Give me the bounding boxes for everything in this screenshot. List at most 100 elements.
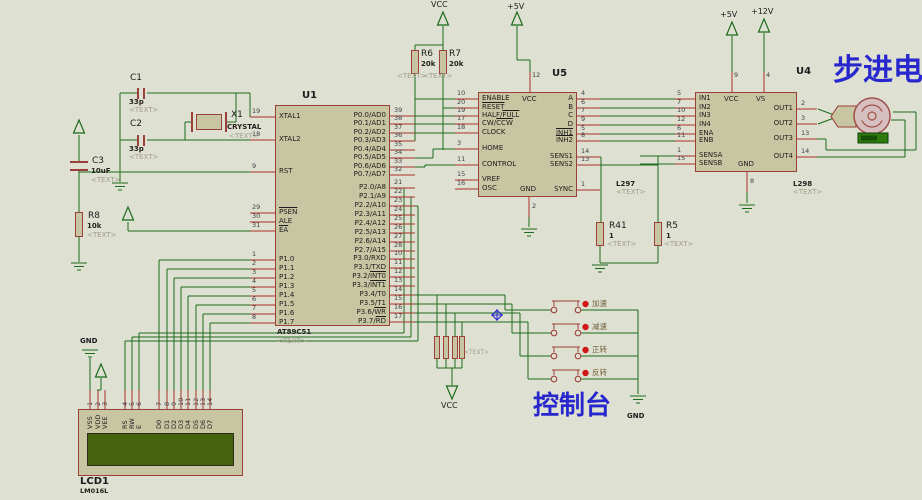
button-actuator-dot[interactable] xyxy=(582,300,589,308)
annotation: C2 xyxy=(130,119,143,129)
pin-label: SENSA xyxy=(699,151,723,159)
crystal-x1[interactable] xyxy=(196,114,222,130)
pin-label: P3.7/RD xyxy=(320,318,386,325)
power-terminal-icon[interactable] xyxy=(757,17,771,33)
pullup-resistor-3[interactable] xyxy=(452,336,458,359)
pullup-resistor-1[interactable] xyxy=(434,336,440,359)
pin-label: SENSB xyxy=(699,159,723,167)
speed-down-button[interactable] xyxy=(574,329,582,337)
power-terminal-icon[interactable] xyxy=(121,205,135,221)
speed-down-button-label: 减速 xyxy=(592,322,607,331)
power-terminal-icon[interactable] xyxy=(436,10,450,26)
capacitor-c1[interactable] xyxy=(137,87,139,99)
pin-number: 24 xyxy=(394,205,403,213)
capacitor-c3[interactable] xyxy=(70,169,88,171)
button-actuator-dot[interactable] xyxy=(582,369,589,377)
origin-marker-icon xyxy=(491,309,503,321)
pin-label: P0.1/AD1 xyxy=(353,119,386,127)
annotation: <TEXT> xyxy=(423,72,453,80)
annotation: <TEXT> xyxy=(229,132,259,140)
pin-number: 12 xyxy=(677,115,686,123)
button-actuator-dot[interactable] xyxy=(582,346,589,354)
pin-label-part: CW/ xyxy=(482,119,497,127)
annotation: <TEXT> xyxy=(607,240,637,248)
pin-number: 37 xyxy=(394,123,403,131)
power-terminal-icon[interactable] xyxy=(510,10,524,26)
pin-label: VCC xyxy=(724,95,739,103)
annotation: <TEXT> xyxy=(397,72,427,80)
annotation: GND xyxy=(80,337,98,345)
rotate-forward-button[interactable] xyxy=(550,352,558,360)
capacitor-c2[interactable] xyxy=(143,134,145,146)
rotate-reverse-button[interactable] xyxy=(574,375,582,383)
pin-label: P2.5/A13 xyxy=(354,228,386,236)
pin-number: 20 xyxy=(457,98,466,106)
chip-u4[interactable] xyxy=(695,92,797,172)
resistor-r6[interactable] xyxy=(411,50,419,74)
lcd-part-number: LM016L xyxy=(80,487,109,495)
pin-label: SYNC xyxy=(554,185,573,193)
resistor-r41[interactable] xyxy=(596,222,604,246)
speed-down-button[interactable] xyxy=(550,329,558,337)
capacitor-c1[interactable] xyxy=(143,87,145,99)
pin-label: OUT3 xyxy=(773,134,793,142)
capacitor-c3[interactable] xyxy=(70,161,88,163)
pin-label: P1.5 xyxy=(279,300,295,308)
crystal-plate xyxy=(225,112,227,132)
pin-number: 17 xyxy=(457,114,466,122)
annotation: 10uF xyxy=(91,167,111,175)
power-terminal-icon[interactable] xyxy=(94,362,108,378)
pin-label: IN1 xyxy=(699,94,711,102)
pullup-resistor-4[interactable] xyxy=(459,336,465,359)
resistor-r5[interactable] xyxy=(654,222,662,246)
pin-number: 5 xyxy=(677,89,682,97)
chip-u5[interactable] xyxy=(478,92,577,197)
pin-label: P1.7 xyxy=(279,318,295,326)
annotation: 33p xyxy=(129,145,144,153)
button-actuator-dot[interactable] xyxy=(582,323,589,331)
pin-number: 6 xyxy=(677,124,682,132)
pin-number: 36 xyxy=(394,131,403,139)
stepper-motor[interactable] xyxy=(830,105,857,128)
capacitor-c2[interactable] xyxy=(137,134,139,146)
speed-up-button[interactable] xyxy=(550,306,558,314)
chip-ref: U1 xyxy=(302,90,318,101)
pin-label: P0.2/AD2 xyxy=(353,128,386,136)
pin-number: 15 xyxy=(394,294,403,302)
pin-label: P0.0/AD0 xyxy=(353,111,386,119)
chip-u1[interactable] xyxy=(275,105,390,326)
stepper-motor-shaft[interactable] xyxy=(867,111,877,121)
pin-number: 7 xyxy=(252,304,257,312)
pin-label: P1.3 xyxy=(279,282,295,290)
pin-label: P3.0/RXD xyxy=(353,254,386,262)
pin-number: 7 xyxy=(677,98,682,106)
rotate-forward-button[interactable] xyxy=(574,352,582,360)
pin-number: 3 xyxy=(457,139,462,147)
pin-label: P0.6/AD6 xyxy=(353,162,386,170)
pin-number: 23 xyxy=(394,196,403,204)
power-terminal-icon[interactable] xyxy=(445,385,459,401)
pin-label: P1.0 xyxy=(279,255,295,263)
rotate-reverse-button[interactable] xyxy=(550,375,558,383)
annotation: R5 xyxy=(666,221,678,231)
chip-text-note: <TEXT> xyxy=(277,337,307,345)
pin-label: E xyxy=(135,424,143,429)
pin-number: 33 xyxy=(394,157,403,165)
pullup-resistor-2[interactable] xyxy=(443,336,449,359)
resistor-r8[interactable] xyxy=(75,212,83,237)
resistor-r7[interactable] xyxy=(439,50,447,74)
rotate-reverse-button-label: 反转 xyxy=(592,368,607,377)
speed-up-button[interactable] xyxy=(574,306,582,314)
annotation: 20k xyxy=(421,60,436,68)
annotation: +5V xyxy=(507,2,525,11)
pin-number: 8 xyxy=(750,177,755,185)
pin-number: 5 xyxy=(581,124,586,132)
pin-label-part: FULL xyxy=(502,111,520,119)
pin-number: 30 xyxy=(252,212,261,220)
power-terminal-icon[interactable] xyxy=(72,118,86,134)
pin-label-part: P3.7/ xyxy=(358,317,376,325)
pin-label-part: RD xyxy=(375,317,386,325)
power-terminal-icon[interactable] xyxy=(725,20,739,36)
pin-number: 13 xyxy=(581,155,590,163)
